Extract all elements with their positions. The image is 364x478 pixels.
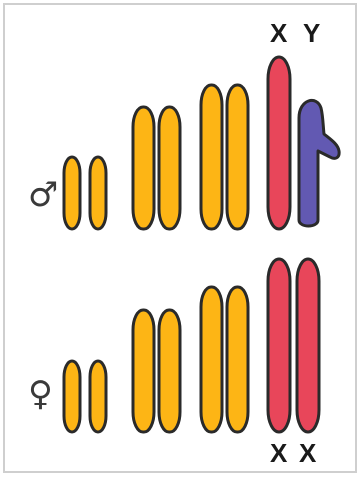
male-x-chromosome: [268, 57, 290, 229]
female-autosome-pair3-right: [227, 287, 248, 432]
female-autosome-pair3-left: [201, 287, 222, 432]
male-y-label: Y: [303, 18, 320, 48]
female-karyotype: ♀ X X: [28, 259, 319, 468]
female-autosome-pair1-left: [64, 361, 80, 432]
female-x-chromosome-2: [297, 259, 319, 432]
male-autosome-pair2-left: [133, 107, 154, 229]
female-autosome-pair1-right: [90, 361, 106, 432]
female-x-label-2: X: [299, 438, 317, 468]
male-karyotype: ♂ X Y: [28, 18, 339, 229]
male-x-label: X: [270, 18, 288, 48]
male-autosome-pair3-left: [201, 85, 222, 229]
female-x-label-1: X: [270, 438, 288, 468]
male-y-chromosome: [299, 100, 339, 226]
female-symbol: ♀: [28, 374, 53, 414]
male-autosome-pair3-right: [227, 85, 248, 229]
male-autosome-pair1-left: [64, 157, 80, 229]
male-autosome-pair2-right: [159, 107, 180, 229]
female-autosome-pair2-right: [159, 310, 180, 432]
male-symbol: ♂: [28, 175, 58, 215]
male-autosome-pair1-right: [90, 157, 106, 229]
female-x-chromosome-1: [268, 259, 290, 432]
female-autosome-pair2-left: [133, 310, 154, 432]
